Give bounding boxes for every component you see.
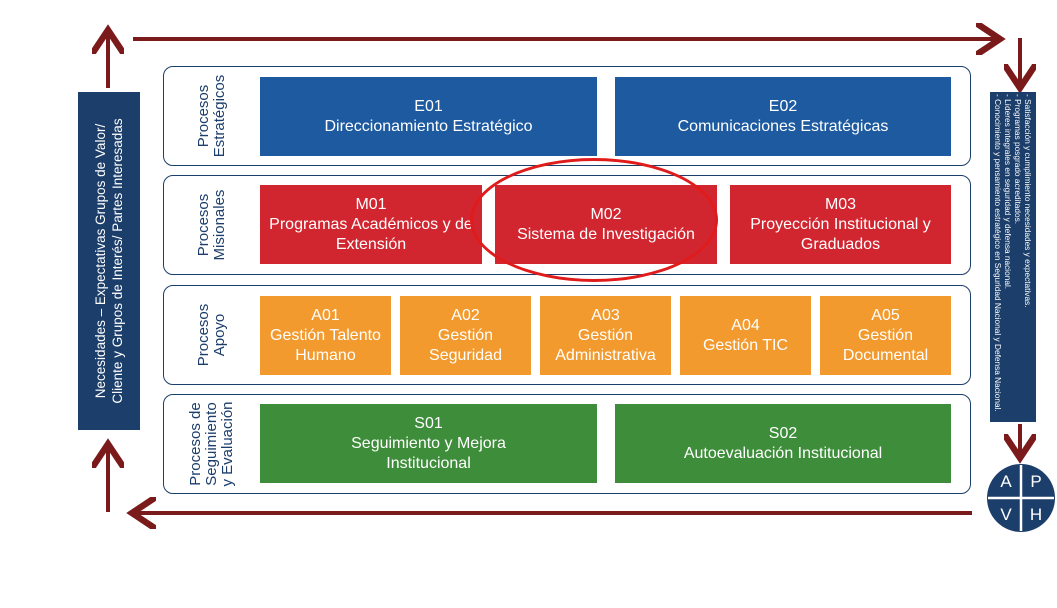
row-label-line: Misionales: [211, 189, 228, 261]
needs-expectations-panel: Necesidades – Expectativas Grupos de Val…: [78, 92, 140, 430]
process-name: Graduados: [800, 235, 881, 253]
row-label-line: Estratégicos: [211, 74, 228, 158]
process-name: Gestión: [577, 326, 634, 344]
process-name: Documental: [842, 346, 929, 364]
process-name: Gestión: [857, 326, 914, 344]
process-code: M01: [355, 195, 387, 213]
row-label-estrategicos: Procesos Estratégicos: [164, 67, 260, 165]
needs-line-1: Necesidades – Expectativas Grupos de Val…: [93, 123, 108, 399]
process-name: Extensión: [335, 235, 407, 253]
row-label-line: Seguimiento: [203, 402, 220, 486]
process-box-e02[interactable]: E02 Comunicaciones Estratégicas: [615, 77, 951, 156]
apvh-letter-a: A: [1000, 472, 1012, 491]
process-code: A01: [311, 306, 340, 324]
process-name: Seguimiento y Mejora: [351, 434, 506, 452]
outcome-item: - Satisfacción y cumplimiento necesidade…: [1023, 94, 1033, 308]
apvh-letter-v: V: [1000, 505, 1012, 524]
row-label-seguimiento: Procesos de Seguimiento y Evaluación: [164, 395, 260, 493]
row-label-line: Procesos: [195, 84, 212, 148]
apvh-letter-h: H: [1030, 505, 1042, 524]
process-name: Institucional: [386, 454, 471, 472]
process-name: Programas Académicos y de: [269, 215, 473, 233]
process-code: A03: [591, 306, 620, 324]
process-name: Gestión: [437, 326, 494, 344]
row-label-line: y Evaluación: [219, 401, 236, 487]
needs-line-2: Cliente y Grupos de Interés/ Partes Inte…: [110, 118, 125, 404]
process-code: S02: [768, 424, 798, 442]
process-name: Autoevaluación Institucional: [683, 444, 883, 462]
process-name: Comunicaciones Estratégicas: [677, 117, 889, 135]
row-label-apoyo: Procesos Apoyo: [164, 286, 260, 384]
process-box-a04[interactable]: A04 Gestión TIC: [680, 296, 811, 375]
process-box-a02[interactable]: A02 Gestión Seguridad: [400, 296, 531, 375]
process-box-m03[interactable]: M03 Proyección Institucional y Graduados: [730, 185, 951, 264]
process-name: Seguridad: [429, 346, 502, 364]
apvh-cycle-icon: A P V H: [987, 464, 1055, 532]
row-label-line: Procesos: [195, 193, 212, 257]
outcome-item: - Programas posgrado acreditados.: [1013, 94, 1023, 225]
process-name: Humano: [295, 346, 356, 364]
process-box-s02[interactable]: S02 Autoevaluación Institucional: [615, 404, 951, 483]
process-name: Gestión Talento: [270, 326, 381, 344]
process-code: A04: [731, 316, 760, 334]
outcome-item: - Conocimiento y pensamiento estratégico…: [993, 94, 1003, 412]
process-box-m01[interactable]: M01 Programas Académicos y de Extensión: [260, 185, 482, 264]
process-code: S01: [414, 414, 443, 432]
process-box-s01[interactable]: S01 Seguimiento y Mejora Institucional: [260, 404, 597, 483]
process-code: E01: [414, 97, 443, 115]
apvh-letter-p: P: [1030, 472, 1041, 491]
process-box-e01[interactable]: E01 Direccionamiento Estratégico: [260, 77, 597, 156]
process-code: M03: [824, 195, 857, 213]
needs-expectations-text: Necesidades – Expectativas Grupos de Val…: [92, 96, 126, 426]
process-code: A02: [451, 306, 480, 324]
process-box-a01[interactable]: A01 Gestión Talento Humano: [260, 296, 391, 375]
process-box-a05[interactable]: A05 Gestión Documental: [820, 296, 951, 375]
outcomes-text: - Satisfacción y cumplimiento necesidade…: [993, 94, 1033, 420]
row-label-line: Apoyo: [211, 313, 228, 357]
process-code: A05: [871, 306, 900, 324]
row-label-line: Procesos: [195, 303, 212, 367]
process-name: Direccionamiento Estratégico: [324, 117, 533, 135]
process-name: Gestión TIC: [702, 336, 789, 354]
process-name: Proyección Institucional y: [750, 215, 931, 233]
process-code: E02: [768, 97, 798, 115]
outcomes-panel: - Satisfacción y cumplimiento necesidade…: [990, 92, 1036, 422]
highlight-ellipse-m02: [470, 158, 718, 282]
process-box-a03[interactable]: A03 Gestión Administrativa: [540, 296, 671, 375]
row-label-line: Procesos de: [187, 402, 204, 486]
outcome-item: - Líderes integrales en seguridad y defe…: [1003, 94, 1013, 290]
row-label-misionales: Procesos Misionales: [164, 176, 260, 274]
process-name: Administrativa: [555, 346, 656, 364]
